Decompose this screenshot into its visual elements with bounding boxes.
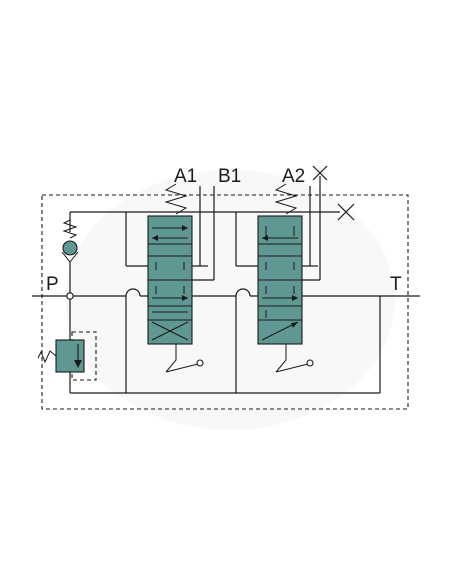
spring-icon bbox=[164, 183, 188, 215]
relief-valve-icon bbox=[37, 331, 97, 381]
port-a1-label: A1 bbox=[174, 166, 197, 187]
lever-icon bbox=[275, 344, 309, 373]
block-boundary bbox=[41, 194, 409, 410]
port-p-label: P bbox=[46, 274, 59, 295]
check-valve-icon bbox=[61, 219, 79, 263]
directional-valve-2 bbox=[257, 176, 321, 373]
return-line-lower bbox=[70, 296, 381, 394]
junction-dot bbox=[66, 292, 74, 300]
port-a2-label: A2 bbox=[282, 166, 305, 187]
plug-icon bbox=[337, 203, 355, 221]
spring-icon bbox=[274, 183, 298, 215]
port-b1-label: B1 bbox=[218, 166, 241, 187]
return-line-upper bbox=[70, 211, 340, 267]
watermark bbox=[65, 170, 395, 430]
lever-icon bbox=[165, 344, 199, 373]
directional-valve-1 bbox=[147, 183, 215, 373]
port-t-label: T bbox=[390, 274, 402, 295]
plug-icon bbox=[312, 165, 328, 181]
